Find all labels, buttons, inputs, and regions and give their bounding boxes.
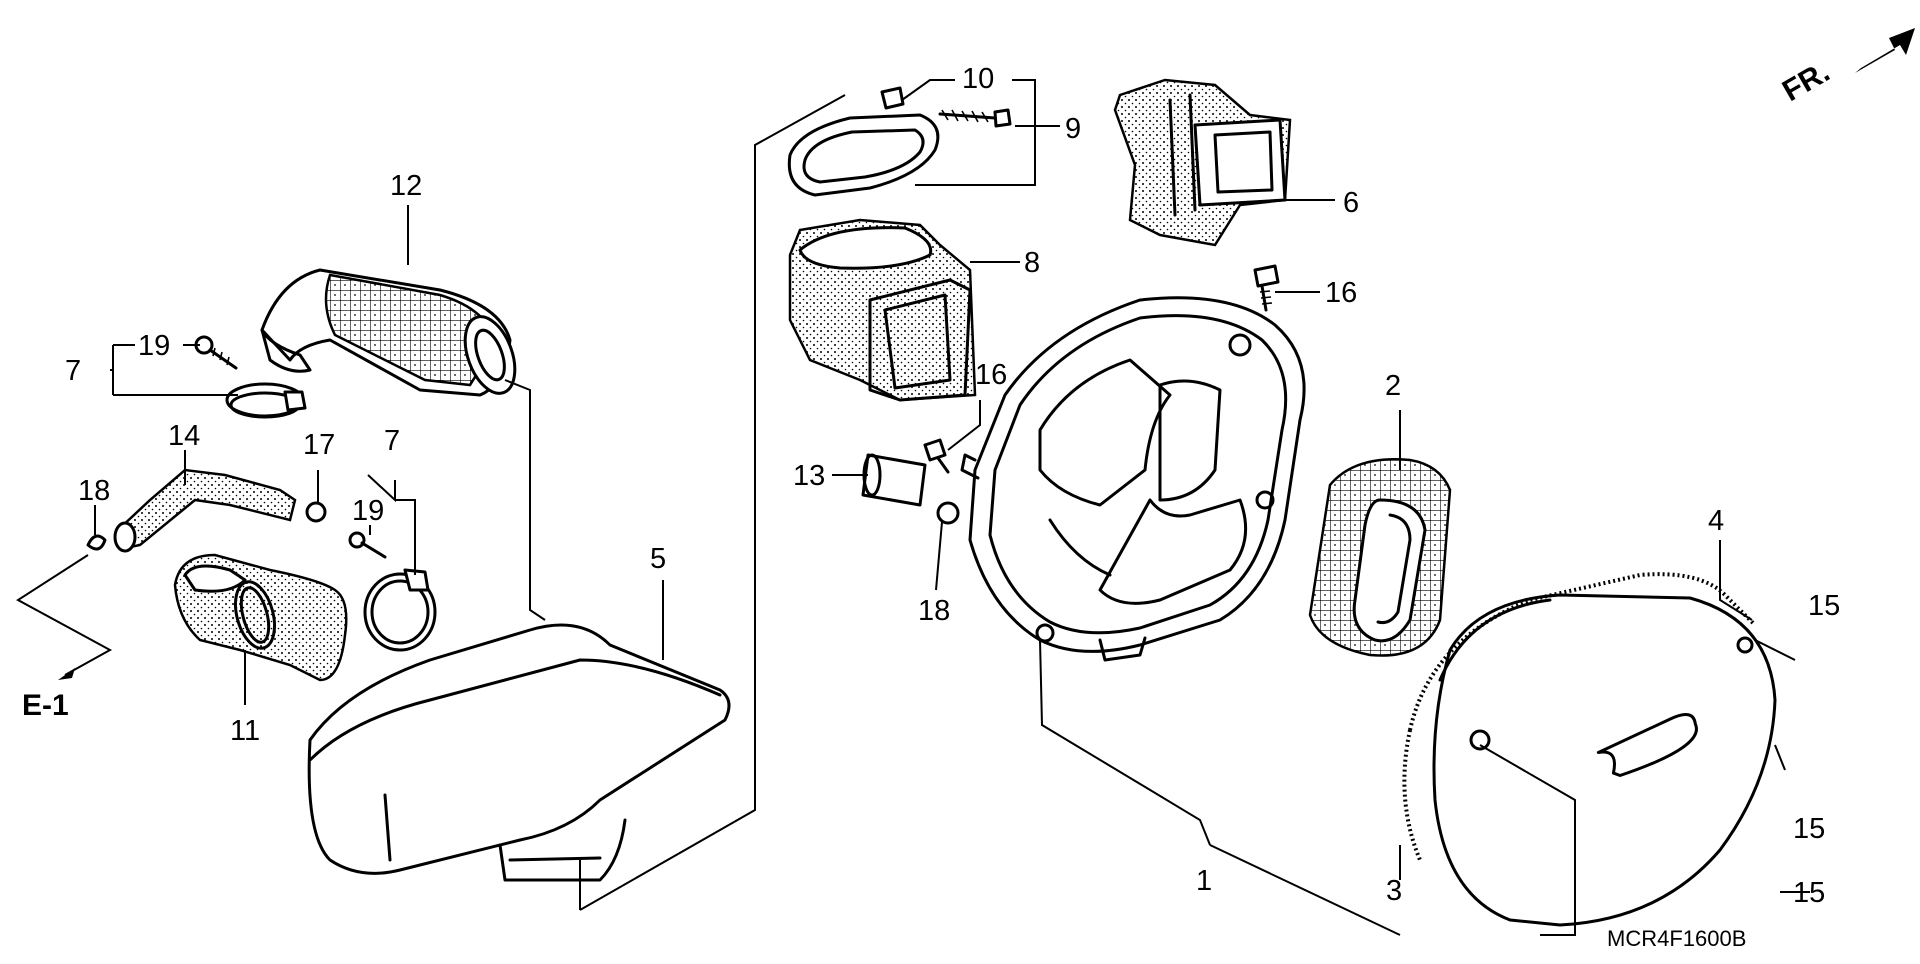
intake-gasket (787, 86, 940, 197)
callout-9: 9 (1065, 113, 1081, 145)
callout-3: 3 (1386, 875, 1402, 907)
callout-1: 1 (1196, 865, 1212, 897)
bolt-19-lower (348, 531, 387, 559)
callout-17: 17 (303, 429, 335, 461)
callout-18-left: 18 (78, 475, 110, 507)
callout-7-lower: 7 (384, 425, 400, 457)
side-cover-5 (307, 623, 731, 882)
bolt-16-lower (923, 438, 950, 474)
air-cleaner-housing (960, 296, 1306, 662)
callout-11: 11 (230, 715, 260, 747)
callout-7-upper: 7 (65, 355, 81, 387)
callout-12: 12 (390, 170, 422, 202)
bolt-16-upper (1253, 264, 1280, 312)
front-direction-arrow: FR. (1777, 28, 1915, 108)
cover-seal-gasket (1408, 572, 1757, 731)
intake-duct (788, 218, 977, 402)
callout-13: 13 (793, 460, 825, 492)
callout-14: 14 (168, 420, 200, 452)
intake-pipe-11 (173, 553, 348, 682)
callout-15-top: 15 (1808, 590, 1840, 622)
screw-9 (938, 108, 1012, 128)
callout-16-lower: 16 (975, 359, 1007, 391)
callout-numbers: 10 9 6 8 16 16 2 4 15 15 15 1 3 13 18 12… (65, 63, 1840, 909)
callout-10: 10 (962, 63, 994, 95)
direction-label: FR. (1777, 55, 1835, 108)
callout-19-upper: 19 (138, 330, 170, 362)
breather-tube-14 (113, 468, 297, 553)
clamp-7-upper (225, 382, 307, 419)
clamp-7-lower (363, 568, 437, 652)
bolt-19-upper (194, 335, 238, 370)
breather-plug-13 (861, 453, 927, 507)
callout-5: 5 (650, 543, 666, 575)
clip-18-left (86, 534, 107, 551)
callout-19-lower: 19 (352, 495, 384, 527)
intake-snorkel (1113, 78, 1292, 247)
callout-15-middle: 15 (1793, 813, 1825, 845)
clip-18-right (936, 501, 960, 525)
cover-seal-gasket-lower (1402, 729, 1422, 861)
clip (880, 86, 905, 110)
clip-17 (305, 501, 327, 523)
callout-4: 4 (1708, 505, 1724, 537)
callout-6: 6 (1343, 187, 1359, 219)
air-filter-element (1308, 458, 1452, 657)
callout-15-bottom: 15 (1793, 877, 1825, 909)
callout-18-right: 18 (918, 595, 950, 627)
callout-2: 2 (1385, 370, 1401, 402)
air-cleaner-cover (1432, 593, 1777, 927)
diagram-code: MCR4F1600B (1607, 926, 1746, 951)
callout-8: 8 (1024, 247, 1040, 279)
connecting-tube-12 (260, 268, 517, 397)
reference-label: E-1 (22, 689, 69, 722)
callout-16-upper: 16 (1325, 277, 1357, 309)
leader-lines (16, 79, 1810, 936)
